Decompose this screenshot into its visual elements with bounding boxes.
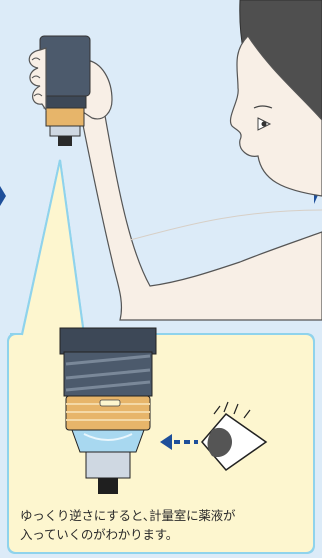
person-figure (80, 0, 322, 320)
fingers (29, 48, 46, 110)
instruction-caption: ゆっくり逆さにすると､計量室に薬液が 入っていくのがわかります。 (20, 506, 310, 544)
side-arrow-left (0, 186, 6, 206)
caption-line-1: ゆっくり逆さにすると､計量室に薬液が (20, 506, 310, 525)
caption-line-2: 入っていくのがわかります。 (20, 525, 310, 544)
callout-panel (8, 160, 314, 553)
small-bottle (29, 36, 90, 146)
